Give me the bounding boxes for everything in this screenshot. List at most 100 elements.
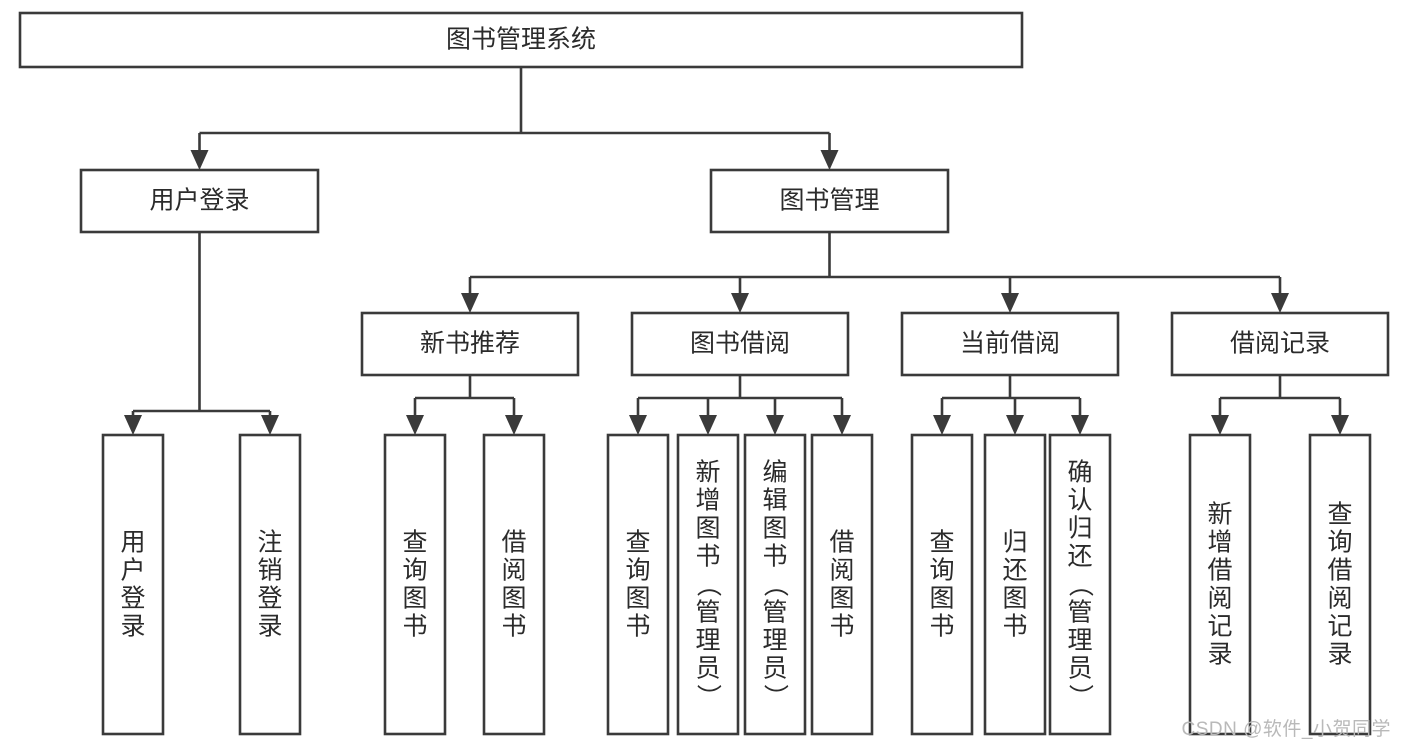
node-label-leaf-edit-book: 理 (762, 626, 787, 654)
node-label-leaf-add-book: 理 (695, 626, 720, 654)
node-box-leaf-confirm-return (1048, 433, 1112, 736)
node-label-leaf-query-book-current: 书 (929, 612, 954, 640)
node-label-leaf-return-book: 图 (1002, 584, 1027, 612)
node-label-leaf-borrow-book: 借 (829, 528, 854, 556)
node-box-root (18, 11, 1024, 69)
node-label-leaf-edit-book: 员 (762, 654, 787, 682)
arrow-head-icon (699, 415, 717, 435)
node-label-leaf-add-book: 管 (695, 598, 720, 626)
node-label-leaf-borrow-book-rec: 阅 (501, 556, 526, 584)
arrow-head-icon (124, 415, 142, 435)
node-label-leaf-query-book-current: 询 (929, 556, 954, 584)
node-label-leaf-query-book-borrow: 书 (625, 612, 650, 640)
node-label-leaf-query-record: 录 (1327, 640, 1352, 668)
node-book-borrow[interactable]: 图书借阅 (630, 311, 850, 377)
node-label-leaf-logout: 销 (257, 556, 282, 584)
node-box-current-borrow (900, 311, 1120, 377)
node-label-leaf-add-book: 新 (695, 458, 720, 486)
node-label-leaf-query-book-rec: 书 (402, 612, 427, 640)
node-label-leaf-user-login: 录 (120, 612, 145, 640)
node-label-leaf-query-book-rec: 询 (402, 556, 427, 584)
node-label-leaf-query-book-current: 查 (929, 528, 954, 556)
arrow-head-icon (731, 293, 749, 313)
node-label-leaf-add-book: 增 (695, 486, 720, 514)
arrow-head-icon (629, 415, 647, 435)
watermark-text: CSDN @软件_小贺同学 (1181, 719, 1391, 740)
node-label-leaf-edit-book: 管 (762, 598, 787, 626)
node-label-leaf-confirm-return: ） (1066, 684, 1094, 709)
node-box-leaf-logout (238, 433, 302, 736)
node-label-book-borrow: 图书借阅 (690, 330, 790, 358)
node-label-leaf-edit-book: 辑 (762, 486, 787, 514)
node-box-new-book-rec (360, 311, 580, 377)
node-label-leaf-edit-book: ） (761, 684, 789, 709)
arrow-head-icon (766, 415, 784, 435)
node-new-book-rec[interactable]: 新书推荐 (360, 311, 580, 377)
node-box-book-manage (709, 168, 950, 234)
node-label-leaf-add-book: ） (694, 684, 722, 709)
node-borrow-record[interactable]: 借阅记录 (1170, 311, 1390, 377)
node-label-leaf-query-book-current: 图 (929, 584, 954, 612)
node-box-leaf-query-book-rec (383, 433, 447, 736)
node-label-leaf-confirm-return: 还 (1067, 542, 1092, 570)
arrow-head-icon (261, 415, 279, 435)
connectors-layer (124, 67, 1349, 435)
node-box-leaf-edit-book (743, 433, 807, 736)
node-label-leaf-query-book-borrow: 图 (625, 584, 650, 612)
node-label-leaf-add-record: 录 (1207, 640, 1232, 668)
node-label-leaf-query-book-rec: 图 (402, 584, 427, 612)
node-label-book-manage: 图书管理 (779, 187, 879, 215)
node-box-leaf-borrow-book (810, 433, 874, 736)
node-box-leaf-return-book (983, 433, 1047, 736)
node-box-book-borrow (630, 311, 850, 377)
node-label-leaf-confirm-return: 员 (1067, 654, 1092, 682)
node-label-leaf-borrow-book: 图 (829, 584, 854, 612)
node-label-leaf-query-book-borrow: 询 (625, 556, 650, 584)
arrow-head-icon (406, 415, 424, 435)
node-label-leaf-edit-book: 编 (762, 458, 787, 486)
node-leaf-user-login[interactable]: 用户登录 (101, 433, 165, 736)
node-label-leaf-return-book: 还 (1002, 556, 1027, 584)
node-label-leaf-borrow-book: 书 (829, 612, 854, 640)
node-label-leaf-user-login: 用 (120, 528, 145, 556)
node-root[interactable]: 图书管理系统 (18, 11, 1024, 69)
node-label-leaf-confirm-return: 归 (1067, 514, 1092, 542)
node-label-leaf-add-book: 员 (695, 654, 720, 682)
node-box-leaf-query-record (1308, 433, 1372, 736)
node-label-borrow-record: 借阅记录 (1230, 330, 1330, 358)
arrow-head-icon (820, 150, 839, 170)
node-label-current-borrow: 当前借阅 (960, 330, 1060, 358)
arrow-head-icon (1271, 293, 1289, 313)
arrow-head-icon (1331, 415, 1349, 435)
node-label-leaf-logout: 登 (257, 584, 282, 612)
node-label-leaf-edit-book: 图 (762, 514, 787, 542)
node-label-leaf-logout: 注 (257, 528, 282, 556)
node-current-borrow[interactable]: 当前借阅 (900, 311, 1120, 377)
node-label-leaf-user-login: 户 (120, 556, 145, 584)
node-book-manage[interactable]: 图书管理 (709, 168, 950, 234)
arrow-head-icon (833, 415, 851, 435)
arrow-head-icon (190, 150, 209, 170)
node-label-leaf-borrow-book: 阅 (829, 556, 854, 584)
node-label-leaf-borrow-book-rec: 图 (501, 584, 526, 612)
node-label-leaf-logout: 录 (257, 612, 282, 640)
node-label-leaf-add-book: 图 (695, 514, 720, 542)
node-label-leaf-add-record: 阅 (1207, 584, 1232, 612)
node-box-borrow-record (1170, 311, 1390, 377)
node-label-leaf-query-book-rec: 查 (402, 528, 427, 556)
node-user-login[interactable]: 用户登录 (79, 168, 320, 234)
node-label-leaf-return-book: 归 (1002, 528, 1027, 556)
node-box-leaf-borrow-book-rec (482, 433, 546, 736)
